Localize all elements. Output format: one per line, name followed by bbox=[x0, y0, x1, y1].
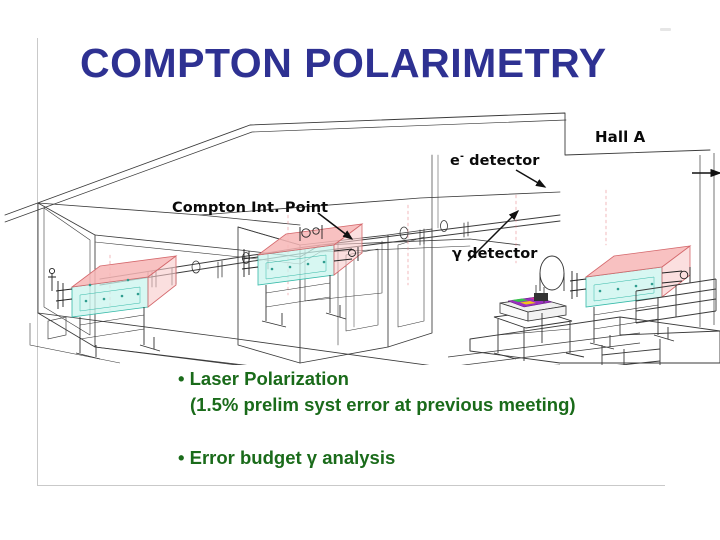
arrow-compton-int-point bbox=[317, 212, 354, 240]
page-title: COMPTON POLARIMETRY bbox=[80, 40, 607, 86]
bullet-list: • Laser Polarization (1.5% prelim syst e… bbox=[178, 366, 708, 471]
bullet-item-laser-polarization: • Laser Polarization (1.5% prelim syst e… bbox=[178, 366, 708, 419]
label-gamma-detector: γ detector bbox=[452, 246, 538, 262]
placeholder-left-border bbox=[37, 38, 38, 485]
label-electron-detector: e- detector bbox=[450, 151, 540, 169]
label-electron-detector-e: e bbox=[450, 153, 460, 169]
placeholder-bottom-border bbox=[37, 485, 665, 486]
bullet-spacer bbox=[178, 419, 708, 445]
bullet-line-error-budget: • Error budget γ analysis bbox=[178, 445, 708, 471]
label-electron-detector-suffix: detector bbox=[463, 153, 540, 169]
arrow-gamma-detector bbox=[467, 209, 520, 262]
gamma-symbol: γ bbox=[306, 446, 318, 468]
dipole-magnet-2 bbox=[241, 223, 364, 328]
bullet-line-laser-polarization: • Laser Polarization bbox=[178, 368, 349, 389]
bullet-line-prelim-syst-error: (1.5% prelim syst error at previous meet… bbox=[190, 394, 576, 416]
bullet-item-error-budget: • Error budget γ analysis bbox=[178, 445, 708, 471]
bullet-error-budget-pre: • Error budget bbox=[178, 446, 307, 468]
dipole-magnet-1 bbox=[47, 255, 178, 360]
dipole-magnet-3 bbox=[569, 245, 692, 350]
gamma-detector-assembly bbox=[493, 255, 585, 361]
compton-polarimeter-diagram bbox=[0, 95, 720, 365]
arrow-e-detector bbox=[515, 169, 547, 188]
faint-artifact-mark bbox=[660, 28, 671, 31]
label-electron-detector-superscript: - bbox=[459, 151, 464, 163]
label-hall-a: Hall A bbox=[595, 128, 646, 146]
bullet-error-budget-post: analysis bbox=[317, 446, 396, 468]
label-compton-interaction-point: Compton Int. Point bbox=[172, 200, 329, 216]
